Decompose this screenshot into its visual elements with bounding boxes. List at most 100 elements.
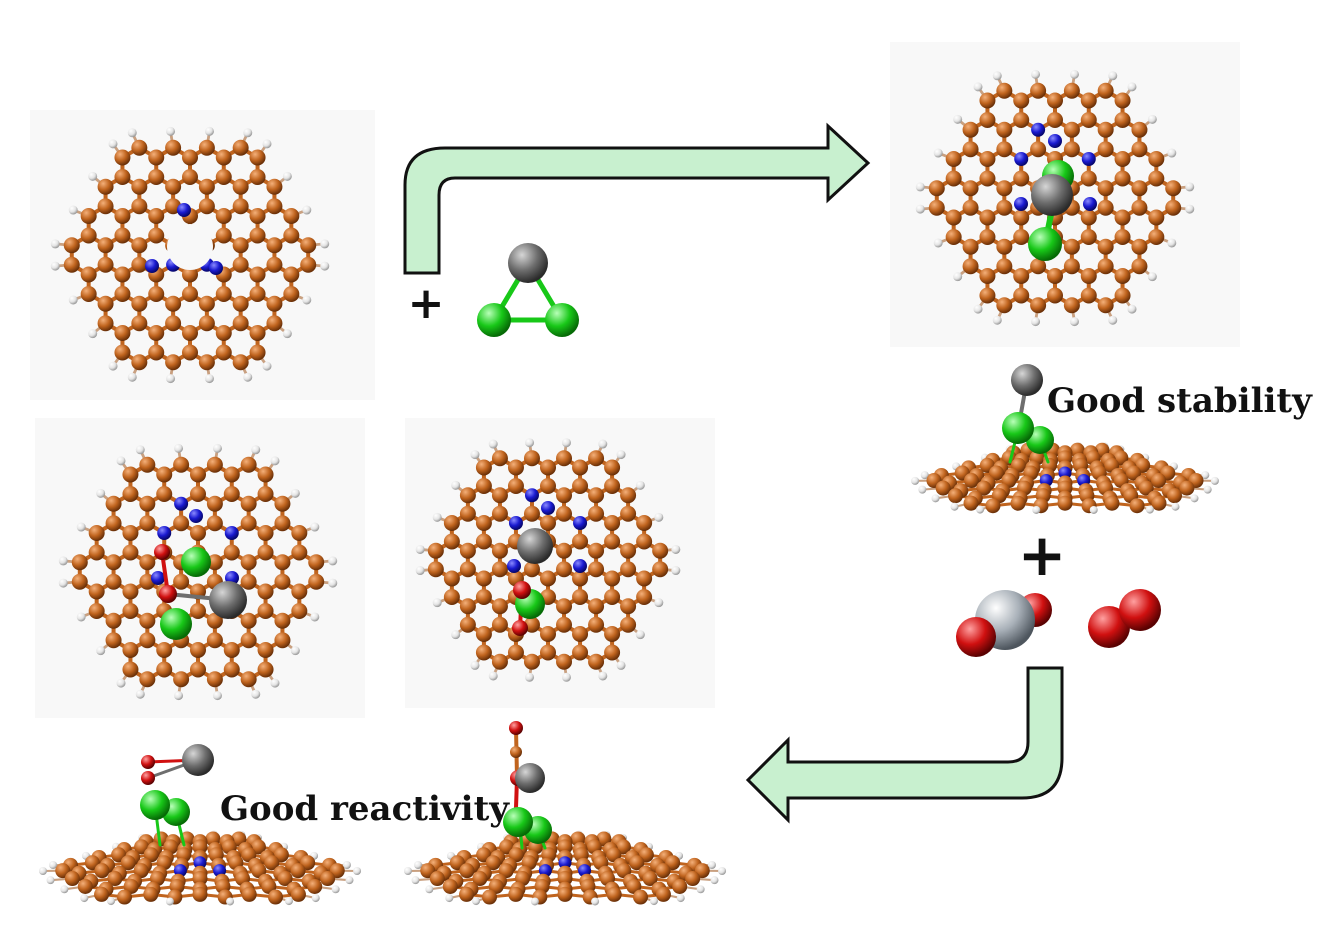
- carbon-atom: [604, 533, 621, 550]
- carbon-atom: [1080, 92, 1097, 109]
- carbon-atom: [1151, 473, 1167, 489]
- carbon-atom: [491, 542, 508, 559]
- carbon-atom: [588, 653, 605, 670]
- carbon-atom: [131, 178, 148, 195]
- carbon-atom: [1030, 82, 1047, 99]
- carbon-atom: [1013, 209, 1030, 226]
- carbon-atom: [274, 612, 291, 629]
- carbon-atom: [976, 480, 992, 496]
- carbon-atom: [267, 889, 283, 905]
- carbon-atom: [291, 583, 308, 600]
- hydrogen-atom: [649, 897, 658, 906]
- carbon-atom: [1013, 112, 1030, 128]
- carbon-atom: [240, 632, 257, 649]
- carbon-atom: [443, 589, 460, 605]
- carbon-atom: [459, 863, 475, 879]
- carbon-atom: [131, 315, 148, 332]
- carbon-atom: [491, 598, 508, 615]
- carbon-atom: [1047, 112, 1063, 128]
- hydrogen-atom: [320, 239, 330, 249]
- carbon-atom: [459, 598, 476, 615]
- chlorine-atom: [1028, 227, 1062, 261]
- hydrogen-atom: [320, 261, 330, 271]
- hydrogen-atom: [488, 439, 498, 449]
- carbon-atom: [240, 573, 257, 590]
- hydrogen-atom: [284, 897, 293, 906]
- carbon-atom: [105, 612, 122, 629]
- carbon-atom: [1057, 495, 1073, 511]
- carbon-atom: [114, 169, 131, 185]
- carbon-atom: [491, 561, 508, 578]
- hydrogen-atom: [1167, 238, 1177, 248]
- carbon-atom: [556, 505, 573, 522]
- carbon-atom: [1080, 268, 1097, 284]
- carbon-atom: [1179, 480, 1195, 496]
- hydrogen-atom: [243, 372, 253, 382]
- carbon-atom: [1063, 141, 1080, 158]
- carbon-atom: [1104, 495, 1120, 511]
- carbon-atom: [459, 886, 475, 902]
- carbon-atom: [572, 478, 589, 494]
- carbon-atom: [266, 198, 283, 215]
- carbon-atom: [1114, 229, 1131, 245]
- carbon-atom: [308, 554, 325, 571]
- carbon-atom: [652, 542, 669, 559]
- hydrogen-atom: [342, 860, 351, 869]
- carbon-atom: [240, 554, 257, 571]
- carbon-atom: [192, 839, 208, 855]
- hydrogen-atom: [107, 897, 116, 906]
- hydrogen-atom: [635, 630, 645, 640]
- carbon-atom: [996, 199, 1013, 216]
- carbon-atom: [556, 598, 573, 615]
- carbon-atom: [94, 886, 110, 902]
- carbon-atom: [241, 886, 257, 902]
- hydrogen-atom: [953, 272, 963, 282]
- carbon-atom: [94, 863, 110, 879]
- carbon-atom: [1131, 238, 1148, 255]
- carbon-atom: [1080, 112, 1097, 128]
- hydrogen-atom: [933, 148, 943, 158]
- carbon-atom: [996, 180, 1013, 197]
- nitrogen-atom: [189, 509, 203, 523]
- carbon-atom: [105, 573, 122, 590]
- carbon-atom: [642, 871, 658, 887]
- carbon-atom: [277, 871, 293, 887]
- hydrogen-atom: [135, 689, 145, 699]
- nitrogen-atom: [1058, 466, 1072, 480]
- carbon-atom: [1047, 268, 1063, 284]
- carbon-atom: [636, 589, 653, 605]
- carbon-atom: [240, 612, 257, 629]
- carbon-atom: [1114, 287, 1131, 304]
- carbon-atom: [283, 286, 300, 302]
- carbon-atom: [114, 227, 131, 244]
- carbon-atom: [472, 871, 488, 887]
- carbon-atom: [945, 209, 962, 226]
- chlorine-atom: [140, 790, 170, 820]
- carbon-atom: [1030, 258, 1047, 275]
- hydrogen-atom: [654, 598, 664, 608]
- carbon-atom: [979, 229, 996, 245]
- carbon-atom: [206, 456, 223, 473]
- carbon-atom: [64, 871, 80, 887]
- carbon-atom: [962, 141, 979, 158]
- carbon-atom: [88, 603, 105, 619]
- arrow-top-right: [403, 122, 871, 275]
- carbon-atom: [1131, 180, 1148, 197]
- carbon-atom: [80, 208, 97, 224]
- carbon-atom: [1148, 170, 1165, 187]
- metal-dichloride-molecule: [477, 243, 579, 337]
- hydrogen-atom: [328, 556, 338, 566]
- oxygen-atom: [512, 620, 528, 636]
- carbon-atom: [192, 886, 208, 902]
- carbon-atom: [475, 459, 492, 476]
- carbon-atom: [1114, 209, 1131, 226]
- carbon-atom: [182, 169, 198, 185]
- hydrogen-atom: [1127, 82, 1137, 92]
- hydrogen-atom: [671, 544, 681, 554]
- carbon-atom: [979, 287, 996, 304]
- carbon-atom: [1013, 92, 1030, 109]
- carbon-atom: [114, 344, 131, 361]
- chlorine-atom: [545, 303, 579, 337]
- hydrogen-atom: [76, 612, 86, 622]
